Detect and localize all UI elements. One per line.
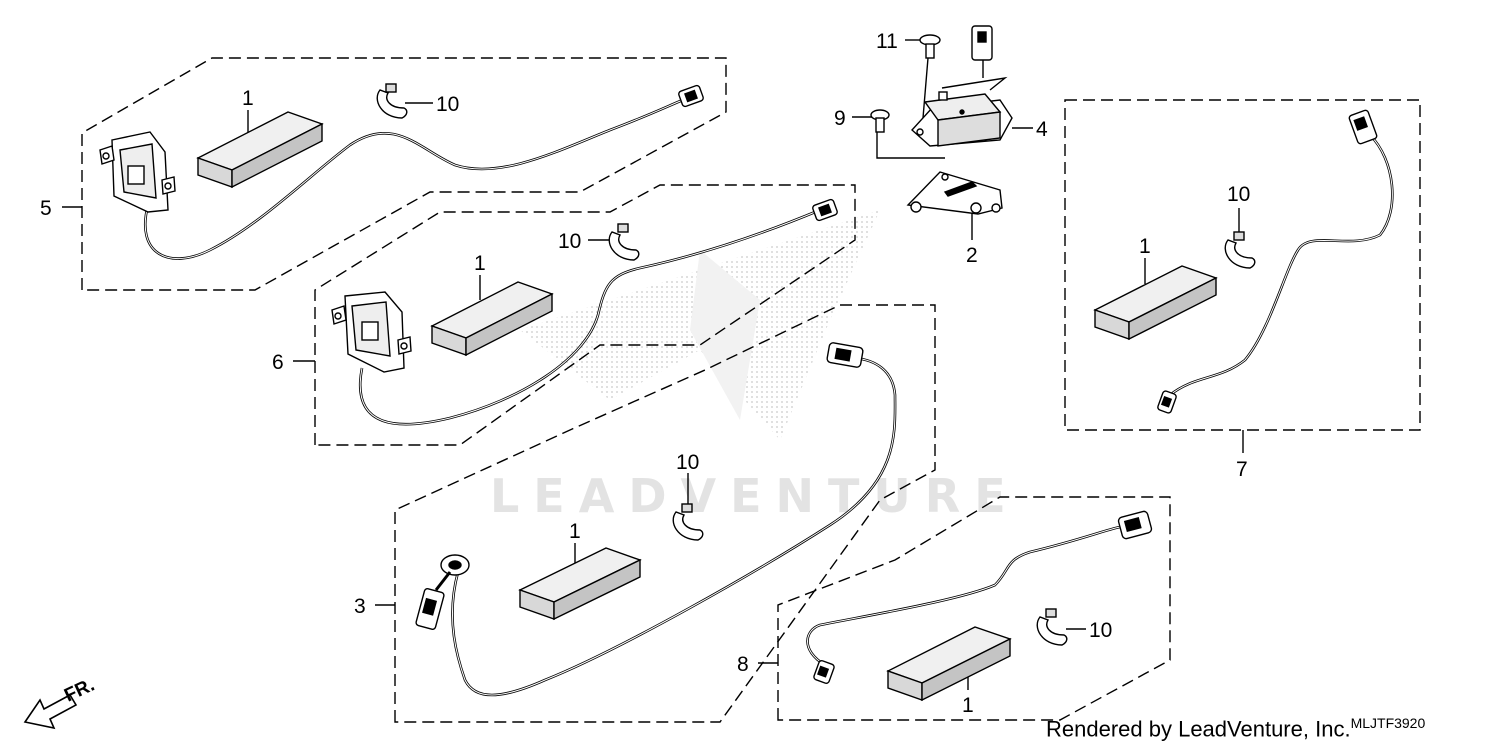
callout-1e: 1 xyxy=(962,694,974,717)
callout-7: 7 xyxy=(1236,458,1248,481)
grommet-3 xyxy=(440,554,470,576)
callout-1b: 1 xyxy=(474,252,486,275)
screw-11 xyxy=(919,34,941,59)
connector-4 xyxy=(971,25,993,78)
callout-10c: 10 xyxy=(676,451,699,474)
group-3-border xyxy=(394,304,936,723)
harness-5-wire-inner xyxy=(144,96,691,259)
callout-11: 11 xyxy=(876,30,898,53)
screw-9 xyxy=(870,109,890,133)
connector-6 xyxy=(812,198,838,222)
watermark-logo: LEADVENTURE xyxy=(490,210,1020,523)
callout-10b: 10 xyxy=(558,230,581,253)
harness-8-wire-inner xyxy=(807,526,1121,666)
connector-5 xyxy=(678,84,704,108)
group-8-border xyxy=(777,496,1171,721)
clip-10b xyxy=(608,223,640,261)
callout-4: 4 xyxy=(1036,118,1048,141)
footer-text: Rendered by LeadVenture, Inc. xyxy=(1046,716,1351,742)
group-6-border xyxy=(314,184,856,446)
harness-3-wire xyxy=(451,356,897,697)
sensor-module-5 xyxy=(99,131,176,213)
leader-4-bracket xyxy=(941,76,1008,91)
pad-1b xyxy=(430,281,554,357)
footer-credit: Rendered by LeadVenture, Inc.MLJTF3920 xyxy=(1046,715,1425,742)
callout-10e: 10 xyxy=(1089,619,1112,642)
connector-8-right xyxy=(1117,510,1153,540)
callout-8: 8 xyxy=(737,653,749,676)
group-5-border xyxy=(81,57,727,291)
harness-6-wire-inner xyxy=(359,209,821,425)
connector-7-top xyxy=(1348,109,1378,145)
callout-1a: 1 xyxy=(242,87,254,110)
callout-1d: 1 xyxy=(1139,235,1151,258)
clip-10c xyxy=(672,503,704,541)
callout-10a: 10 xyxy=(436,93,459,116)
callout-5: 5 xyxy=(40,197,52,220)
pad-1a xyxy=(196,111,324,189)
connector-3-top xyxy=(826,342,864,368)
diagram-code: MLJTF3920 xyxy=(1350,715,1426,731)
callout-2: 2 xyxy=(966,244,978,267)
harness-7-wire xyxy=(1169,134,1394,397)
callout-6: 6 xyxy=(272,351,284,374)
harness-7-wire-inner xyxy=(1169,134,1393,396)
connector-7-bottom xyxy=(1157,390,1177,414)
connector-3-bottom xyxy=(415,571,452,630)
leader-11-bracket xyxy=(922,57,929,119)
module-4 xyxy=(911,91,1013,147)
connector-8-left xyxy=(813,660,835,684)
clip-10e xyxy=(1036,608,1068,646)
callout-10d: 10 xyxy=(1227,183,1250,206)
clip-10d xyxy=(1224,231,1256,269)
watermark-text: LEADVENTURE xyxy=(490,469,1020,523)
pad-1d xyxy=(1093,265,1218,341)
front-direction-arrow-icon: FR. xyxy=(23,675,98,730)
pad-1e xyxy=(886,626,1012,702)
callout-9: 9 xyxy=(834,107,846,130)
clip-10a xyxy=(376,83,408,119)
callout-1c: 1 xyxy=(569,520,581,543)
harness-3-wire-inner xyxy=(452,357,896,696)
callout-3: 3 xyxy=(354,595,366,618)
pad-1c xyxy=(518,547,642,621)
leader-9-bracket xyxy=(876,125,945,159)
sensor-module-6 xyxy=(331,291,412,373)
bracket-2 xyxy=(906,171,1003,215)
